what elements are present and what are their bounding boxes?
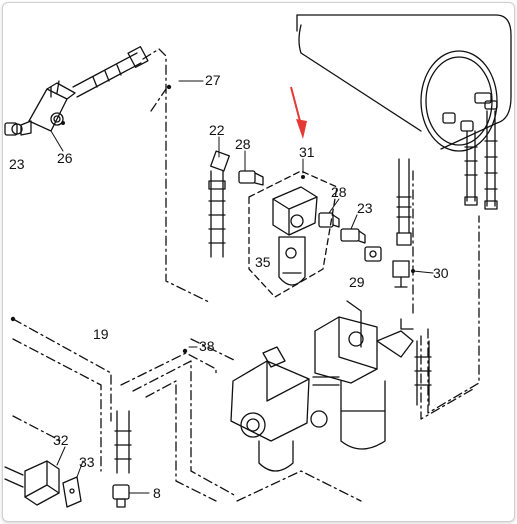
callout-23-right: 23 [357, 200, 373, 216]
part-30-fitting [392, 260, 410, 288]
part-29-fitting [364, 246, 382, 262]
hose-top-left [72, 46, 149, 98]
callout-30: 30 [433, 265, 449, 281]
part-31-filter-head [272, 186, 318, 236]
callout-22: 22 [209, 122, 225, 138]
part-35-filter-bowl [278, 236, 306, 286]
part-23-fitting [340, 228, 366, 244]
part-32-valve [4, 460, 60, 506]
callout-26: 26 [57, 150, 73, 166]
part-31-box [248, 170, 338, 298]
hose-valve-right [414, 340, 432, 406]
hose-assembly-right [396, 158, 412, 246]
callout-19: 19 [93, 326, 109, 342]
part-23-fitting-left [4, 122, 18, 136]
leader-lines [50, 80, 434, 494]
part-28-fitting-right [318, 212, 340, 228]
tank-hose-right [484, 110, 498, 210]
callout-29: 29 [349, 274, 365, 290]
callout-33: 33 [79, 454, 95, 470]
tank-hose-left [464, 130, 478, 206]
part-28-fitting-left [238, 170, 264, 186]
main-valve-assembly [230, 300, 414, 472]
part-8-fitting [112, 484, 130, 508]
callout-38: 38 [199, 338, 215, 354]
callout-28-left: 28 [235, 136, 251, 152]
callout-31: 31 [299, 144, 315, 160]
hose-lower-left [114, 410, 132, 474]
pipe-route-19 [12, 318, 237, 472]
pipe-route-38 [120, 352, 237, 502]
part-22-hose [208, 150, 230, 258]
parts-diagram: 27 23 26 22 28 31 28 23 35 29 30 19 38 3… [4, 14, 512, 508]
pipe-route-27 [142, 48, 212, 304]
air-tank [296, 14, 512, 152]
callout-35: 35 [255, 254, 271, 270]
callout-8: 8 [153, 485, 161, 501]
callout-27: 27 [205, 72, 221, 88]
highlight-arrow [290, 86, 307, 139]
callout-28-right: 28 [331, 184, 347, 200]
part-33-plate [62, 476, 82, 508]
part-26-valve [11, 80, 76, 136]
callout-23-left: 23 [9, 156, 25, 172]
callout-32: 32 [53, 432, 69, 448]
